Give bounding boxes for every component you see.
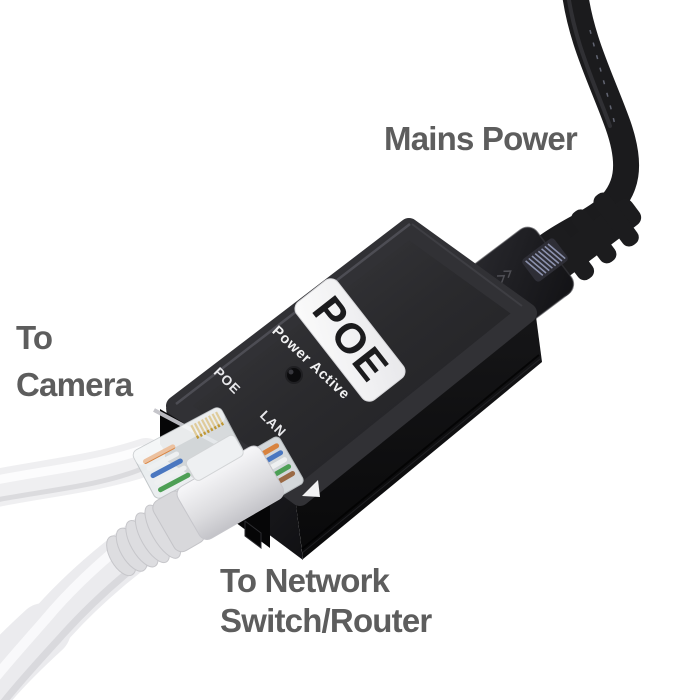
to-camera-line2: Camera (16, 366, 133, 403)
to-camera-annotation: To Camera (16, 319, 133, 403)
front-slot (244, 520, 262, 549)
mains-power-text: Mains Power (384, 120, 578, 157)
power-led (285, 366, 303, 384)
mains-power-annotation: Mains Power (384, 120, 578, 157)
mold-mark (496, 270, 512, 283)
direction-arrow-icon (302, 480, 320, 497)
to-network-annotation: To Network Switch/Router (220, 562, 432, 639)
camera-cable (0, 438, 165, 507)
connector-latch (185, 434, 244, 481)
to-camera-line1: To (16, 319, 53, 356)
device-side-face (296, 309, 542, 559)
plug-grip (522, 238, 568, 282)
rj45-white-connector (106, 434, 304, 577)
to-network-line1: To Network (220, 562, 390, 599)
to-network-line2: Switch/Router (220, 602, 432, 639)
connector-boot (106, 490, 206, 577)
